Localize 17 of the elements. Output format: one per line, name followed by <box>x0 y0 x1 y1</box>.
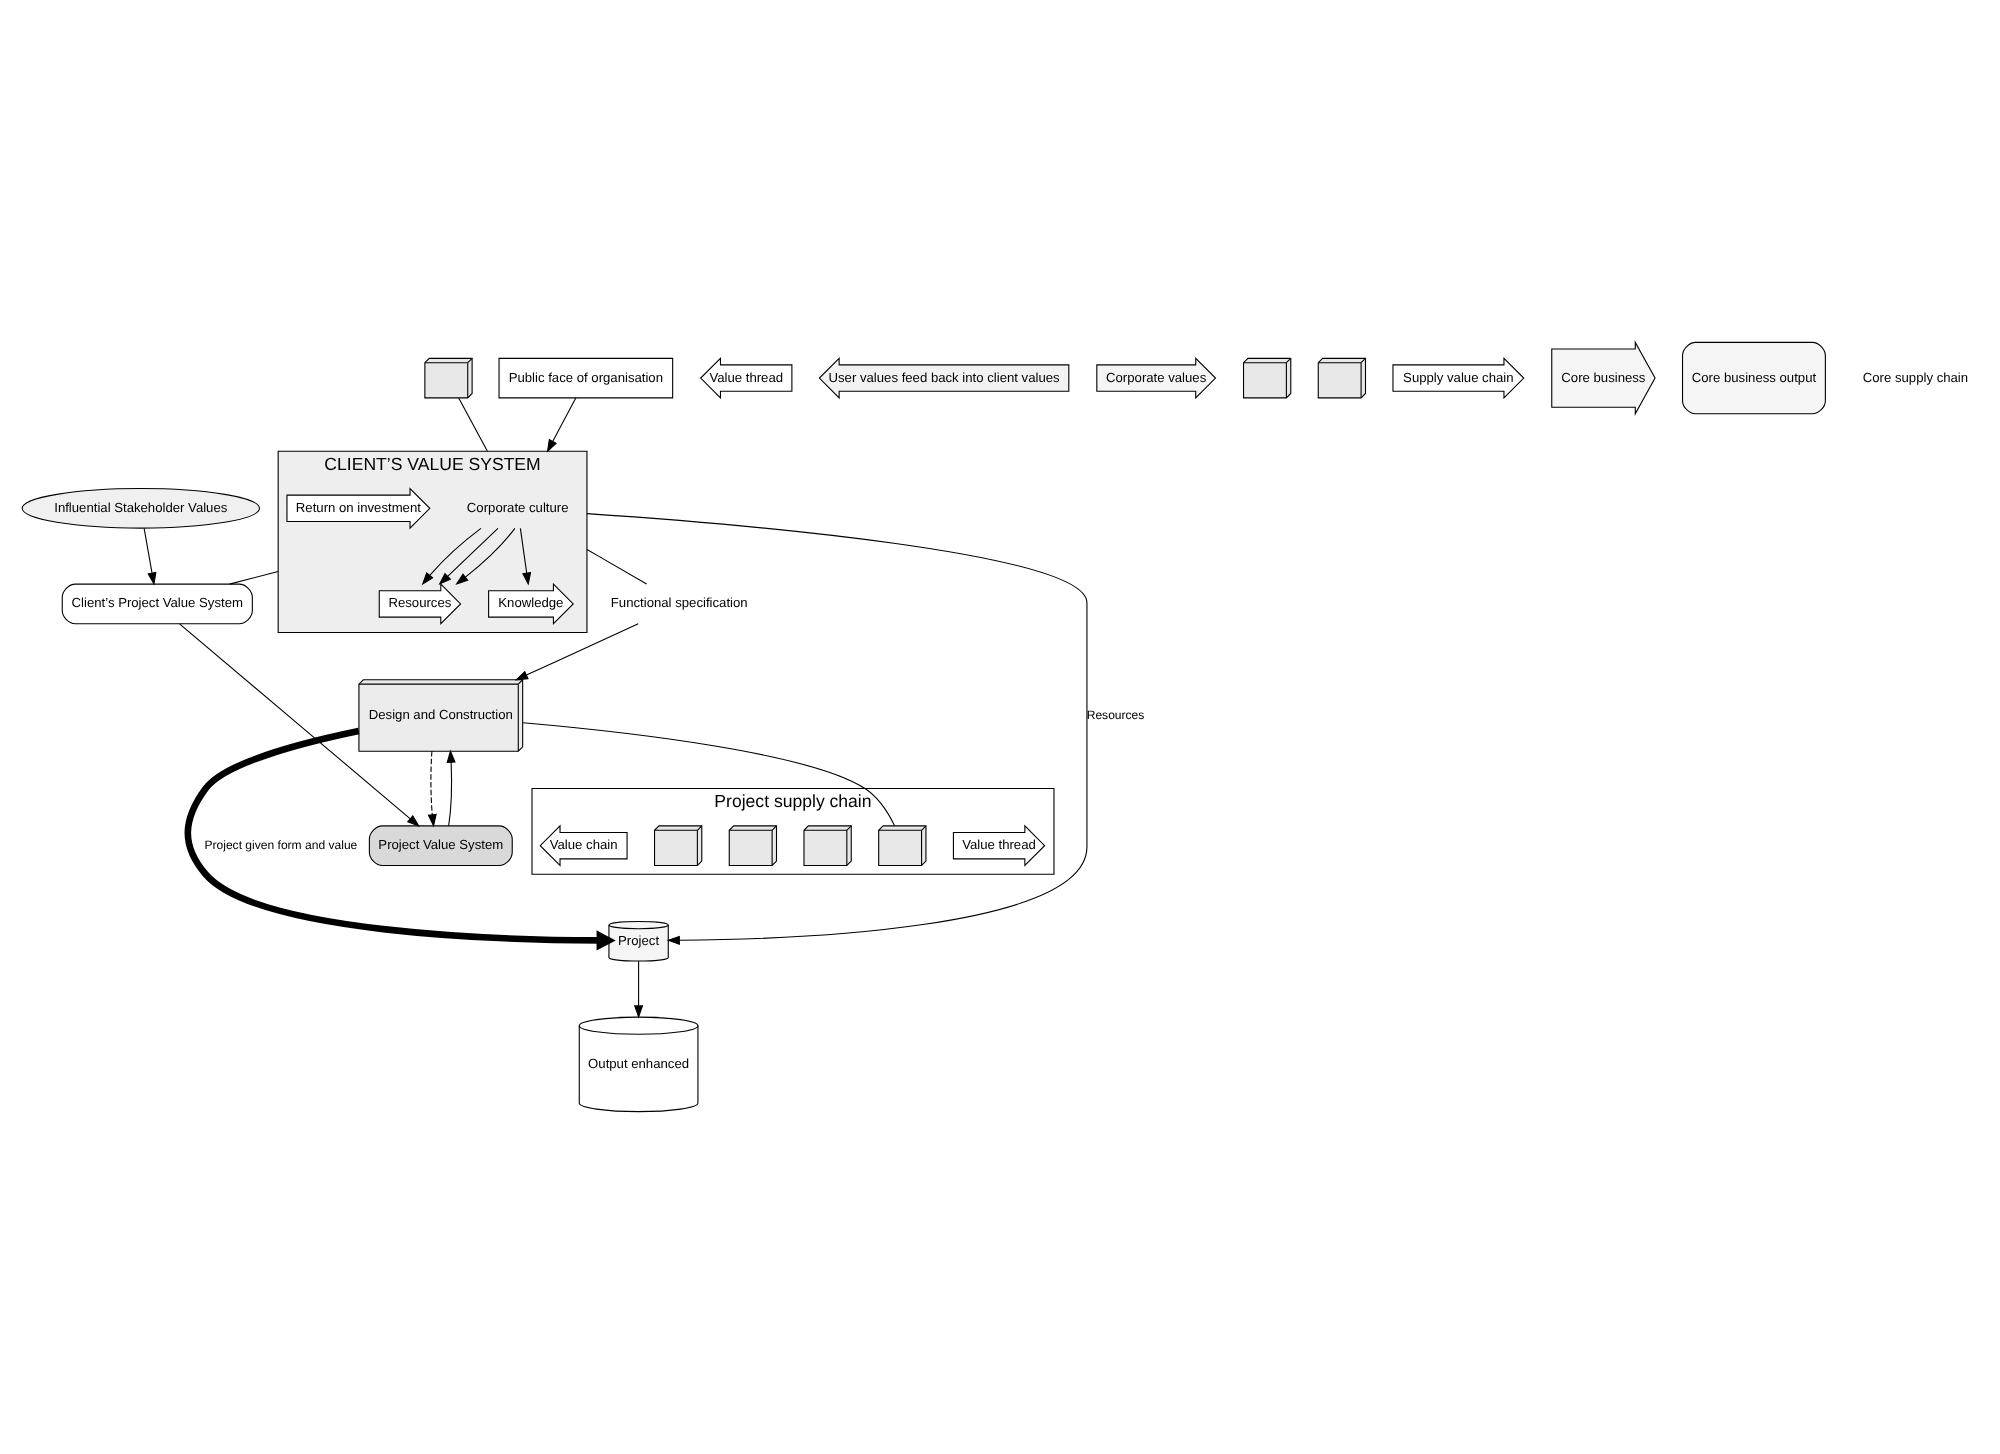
arrow <box>421 527 482 586</box>
arrow <box>179 623 420 827</box>
arrow <box>438 527 499 586</box>
arrow <box>519 527 532 586</box>
arrow <box>446 749 456 827</box>
connector <box>522 722 895 826</box>
arrow <box>427 750 437 828</box>
arrow <box>184 727 616 951</box>
arrow <box>514 623 639 681</box>
arrow <box>586 513 1088 945</box>
arrow <box>546 397 577 453</box>
arrow <box>455 527 516 585</box>
arrow <box>143 527 157 586</box>
arrow <box>633 960 644 1019</box>
connector <box>228 570 279 585</box>
connector <box>458 397 488 452</box>
connector <box>586 548 648 585</box>
